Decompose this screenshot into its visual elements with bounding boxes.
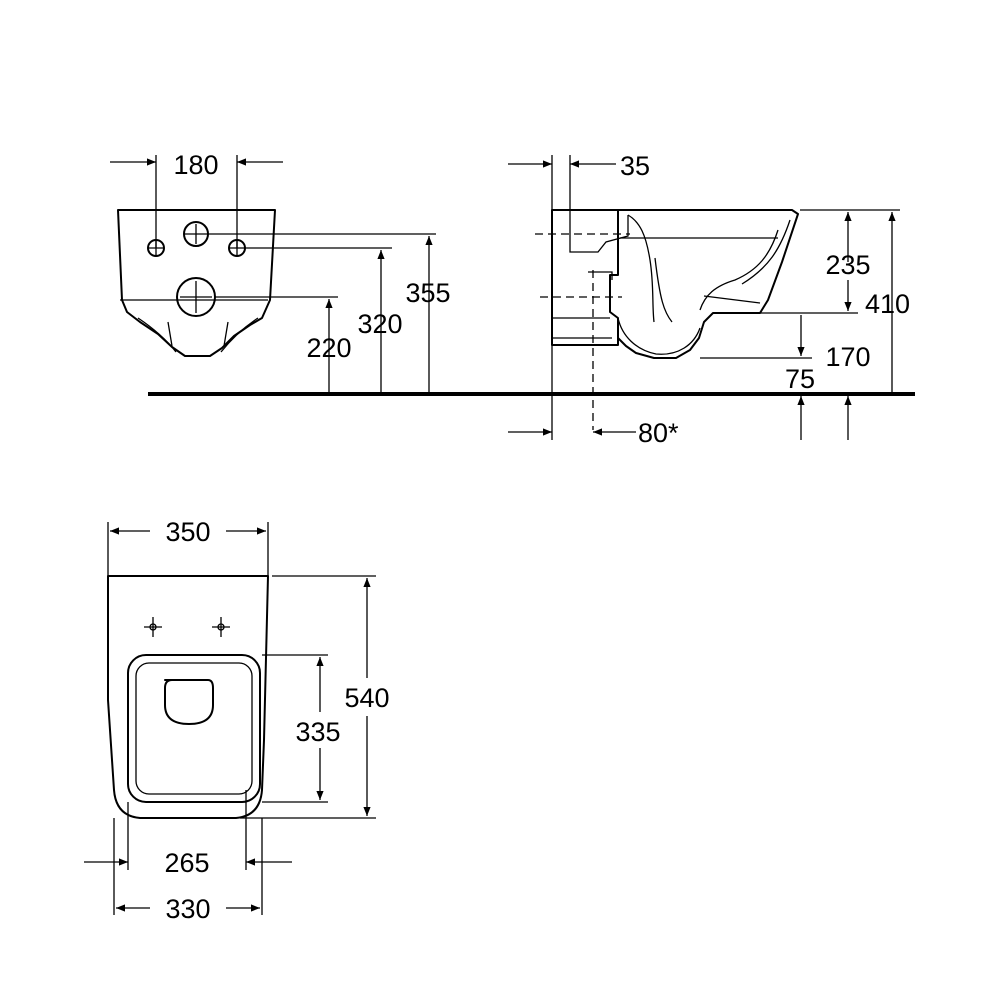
dim-540: 540 — [344, 683, 389, 713]
dim-80: 80* — [638, 418, 679, 448]
top-bowl-opening — [164, 679, 214, 725]
dim-265: 265 — [164, 848, 209, 878]
side-view: 35 410 235 170 75 80* — [508, 151, 910, 448]
dim-410: 410 — [865, 289, 910, 319]
side-bowl-outline — [552, 209, 799, 359]
dim-170: 170 — [825, 342, 870, 372]
top-outer-outline — [107, 575, 269, 819]
dim-330: 330 — [165, 894, 210, 924]
dim-35: 35 — [620, 151, 650, 181]
side-mount-block — [551, 209, 619, 346]
top-left-mount-mark — [144, 617, 162, 637]
dim-350: 350 — [165, 517, 210, 547]
dim-180: 180 — [173, 150, 218, 180]
dim-335: 335 — [295, 717, 340, 747]
dim-75: 75 — [785, 364, 815, 394]
dim-220: 220 — [306, 333, 351, 363]
front-bowl-outline — [117, 209, 276, 357]
dim-355: 355 — [405, 278, 450, 308]
dim-235: 235 — [825, 250, 870, 280]
front-view: 180 355 320 220 — [110, 150, 451, 394]
top-right-mount-mark — [212, 617, 230, 637]
dim-320: 320 — [357, 309, 402, 339]
top-view: 350 540 335 265 330 — [84, 517, 390, 924]
top-inner-rim — [127, 654, 261, 803]
